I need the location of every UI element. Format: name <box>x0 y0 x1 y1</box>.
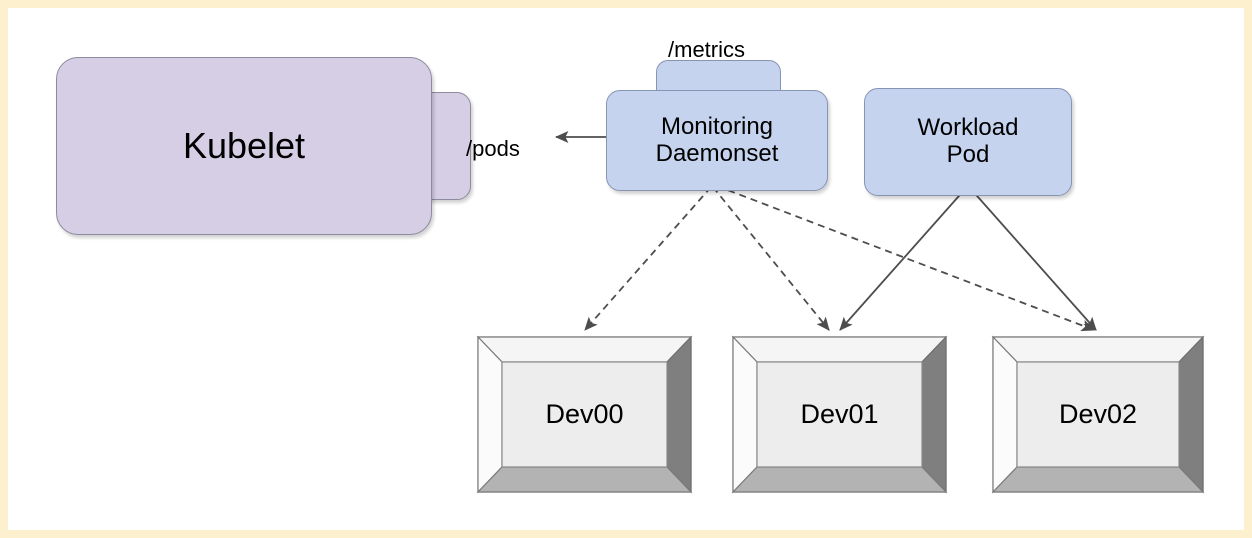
workload-pod-label: Workload Pod <box>917 114 1019 168</box>
edge-workload-to-dev01 <box>839 187 967 331</box>
device-dev01[interactable]: Dev01 <box>731 335 948 494</box>
device-dev02[interactable]: Dev02 <box>991 335 1205 494</box>
kubelet-node[interactable]: Kubelet <box>56 57 432 235</box>
monitoring-daemonset-label: Monitoring Daemonset <box>655 112 779 167</box>
pods-edge-label: /pods <box>466 136 520 161</box>
device-frame-dev02 <box>991 335 1205 494</box>
kubelet-pods-tab[interactable] <box>428 92 471 200</box>
metrics-edge-label: /metrics <box>668 37 745 62</box>
diagram-inner-canvas: Kubelet /pods /metrics Monitoring Daemon… <box>8 8 1244 530</box>
device-frame-dev00 <box>476 335 693 494</box>
edge-workload-to-dev02 <box>969 187 1097 331</box>
monitoring-daemonset-node[interactable]: Monitoring Daemonset <box>606 90 828 191</box>
edge-daemonset-to-dev02 <box>716 185 1096 332</box>
device-dev00[interactable]: Dev00 <box>476 335 693 494</box>
edge-daemonset-to-dev00 <box>584 186 712 331</box>
workload-pod-node[interactable]: Workload Pod <box>864 88 1072 196</box>
edge-daemonset-to-dev01 <box>712 186 830 331</box>
device-frame-dev01 <box>731 335 948 494</box>
kubelet-label: Kubelet <box>182 124 306 166</box>
